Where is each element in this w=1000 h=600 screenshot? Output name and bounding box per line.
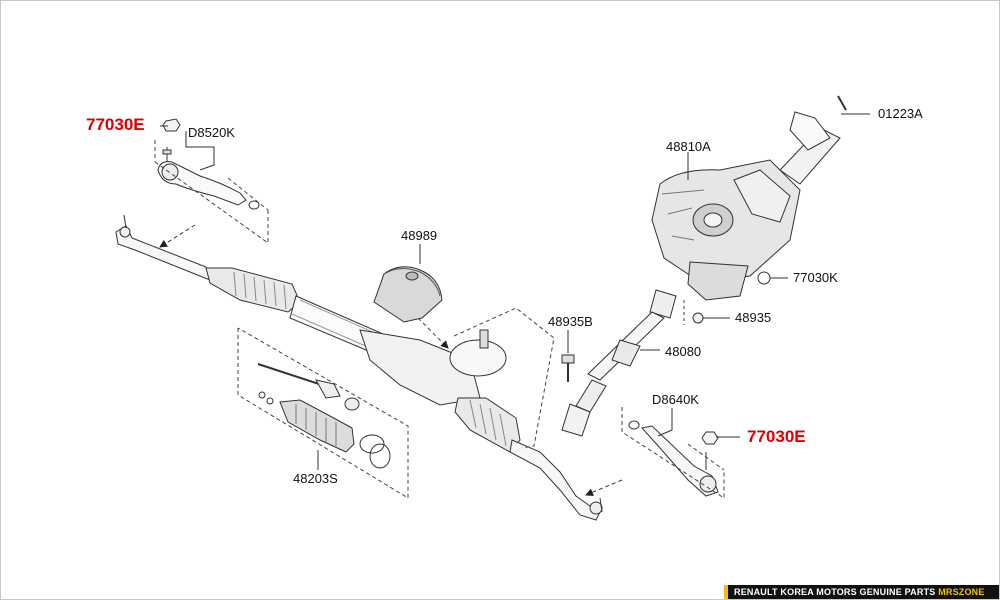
group-outline-48203s: [237, 327, 409, 499]
arrow-48989: [417, 317, 449, 349]
cover-48989: [373, 266, 443, 323]
intermediate-shaft-48080: [561, 289, 677, 437]
part-label-48810a: 48810A: [666, 139, 711, 154]
leader-d8640k: [657, 408, 673, 437]
arrow-right-tierod: [585, 479, 623, 496]
group-outline-left: [154, 140, 269, 244]
part-label-77030e-right: 77030E: [747, 427, 806, 446]
tie-rod-end-right: [628, 420, 719, 497]
bolt-48935b: [561, 354, 575, 382]
part-label-48935: 48935: [735, 310, 772, 325]
part-label-48080: 48080: [665, 344, 702, 359]
part-label-d8640k: D8640K: [652, 392, 699, 407]
part-label-48989: 48989: [401, 228, 438, 243]
part-label-d8520k: D8520K: [188, 125, 235, 140]
group-outline-pinion: [453, 307, 555, 449]
boot-kit-48203s: [257, 363, 391, 469]
nut-48935: [692, 312, 704, 324]
footer-text: RENAULT KOREA MOTORS GENUINE PARTS: [734, 587, 939, 597]
steering-column-48810a: [651, 95, 847, 301]
footer-brand: MRSZONE: [938, 587, 985, 597]
steering-rack: [115, 214, 603, 521]
footer-accent-bar: [724, 585, 728, 599]
part-label-77030k: 77030K: [793, 270, 838, 285]
group-outline-right: [621, 407, 725, 499]
arrow-left-tierod: [159, 224, 196, 248]
part-label-77030e-left: 77030E: [86, 115, 145, 134]
part-label-48203s: 48203S: [293, 471, 338, 486]
part-label-48935b: 48935B: [548, 314, 593, 329]
footer-branding: RENAULT KOREA MOTORS GENUINE PARTS MRSZO…: [728, 585, 999, 599]
leader-d8520k: [185, 131, 215, 171]
part-label-01223a: 01223A: [878, 106, 923, 121]
